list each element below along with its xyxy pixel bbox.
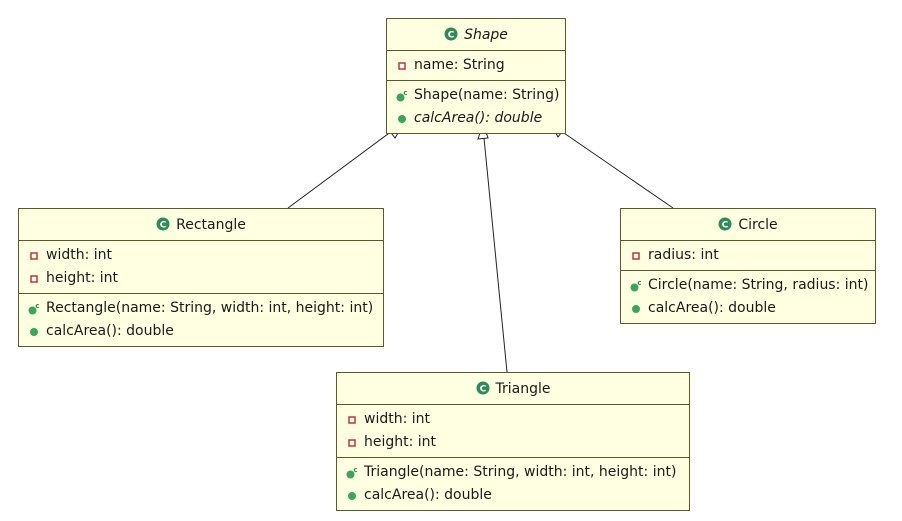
class-name-triangle: Triangle	[495, 381, 551, 397]
rectangle-methods: c Rectangle(name: String, width: int, he…	[19, 293, 383, 346]
edge-rectangle-to-shape	[287, 124, 401, 209]
shape-methods: c Shape(name: String) calcArea(): double	[387, 80, 565, 133]
class-triangle[interactable]: C Triangle width: int height: int c Tria…	[336, 372, 690, 511]
circle-fields: radius: int	[621, 241, 875, 270]
class-icon: C	[156, 217, 170, 231]
private-field-icon	[632, 252, 640, 260]
class-rectangle-header: C Rectangle	[19, 209, 383, 241]
svg-text:C: C	[722, 221, 729, 231]
class-name-shape: Shape	[464, 27, 508, 43]
field-name: radius: int	[648, 247, 719, 263]
class-icon: C	[718, 217, 732, 231]
constructor-icon: c	[346, 466, 358, 479]
constructor-icon: c	[630, 279, 642, 292]
field-name: height: int	[46, 270, 119, 286]
method-row[interactable]: calcArea(): double	[387, 107, 565, 130]
constructor-signature: Circle(name: String, radius: int)	[648, 277, 869, 293]
method-row[interactable]: calcArea(): double	[337, 484, 689, 507]
private-field-icon	[398, 62, 406, 70]
class-triangle-header: C Triangle	[337, 373, 689, 405]
rectangle-fields: width: int height: int	[19, 241, 383, 293]
svg-text:c: c	[403, 89, 407, 97]
constructor-signature: Shape(name: String)	[414, 87, 560, 103]
field-name: name: String	[414, 57, 505, 73]
constructor-icon: c	[396, 89, 408, 102]
triangle-methods: c Triangle(name: String, width: int, hei…	[337, 457, 689, 510]
class-name-circle: Circle	[738, 217, 778, 233]
field-name: width: int	[364, 411, 431, 427]
method-signature: calcArea(): double	[414, 110, 543, 126]
constructor-signature: Rectangle(name: String, width: int, heig…	[46, 300, 374, 316]
svg-text:c: c	[637, 279, 641, 287]
public-method-icon	[348, 492, 356, 500]
class-circle[interactable]: C Circle radius: int c Circle(name: Stri…	[620, 208, 876, 324]
constructor-row[interactable]: c Rectangle(name: String, width: int, he…	[19, 297, 383, 320]
class-icon: C	[476, 381, 489, 395]
class-icon: C	[444, 27, 458, 41]
class-shape[interactable]: C Shape name: String c Shape(name: Strin…	[386, 18, 566, 134]
class-circle-header: C Circle	[621, 209, 875, 241]
method-row[interactable]: calcArea(): double	[621, 297, 875, 320]
field-name: width: int	[46, 247, 113, 263]
field-name: height: int	[364, 434, 437, 450]
public-method-icon	[398, 115, 406, 123]
private-field-icon	[348, 416, 356, 424]
class-name-rectangle: Rectangle	[176, 217, 246, 233]
private-field-icon	[30, 275, 38, 283]
method-row[interactable]: calcArea(): double	[19, 320, 383, 343]
svg-text:c: c	[353, 466, 357, 474]
edge-triangle-to-shape	[483, 137, 508, 373]
field-row[interactable]: width: int	[19, 244, 383, 267]
field-row[interactable]: name: String	[387, 54, 565, 77]
svg-text:c: c	[35, 302, 39, 310]
method-signature: calcArea(): double	[648, 300, 776, 316]
class-shape-header: C Shape	[387, 19, 565, 51]
field-row[interactable]: height: int	[19, 267, 383, 290]
public-method-icon	[632, 305, 640, 313]
constructor-icon: c	[28, 302, 40, 315]
constructor-row[interactable]: c Shape(name: String)	[387, 84, 565, 107]
constructor-row[interactable]: c Circle(name: String, radius: int)	[621, 274, 875, 297]
triangle-fields: width: int height: int	[337, 405, 689, 457]
circle-methods: c Circle(name: String, radius: int) calc…	[621, 270, 875, 323]
constructor-signature: Triangle(name: String, width: int, heigh…	[364, 464, 677, 480]
field-row[interactable]: radius: int	[621, 244, 875, 267]
constructor-row[interactable]: c Triangle(name: String, width: int, hei…	[337, 461, 689, 484]
svg-text:C: C	[448, 31, 455, 41]
edge-circle-to-shape	[560, 130, 674, 209]
method-signature: calcArea(): double	[46, 323, 174, 339]
svg-text:C: C	[479, 385, 486, 395]
private-field-icon	[348, 439, 356, 447]
shape-fields: name: String	[387, 51, 565, 80]
private-field-icon	[30, 252, 38, 260]
svg-text:C: C	[160, 221, 167, 231]
field-row[interactable]: width: int	[337, 408, 689, 431]
class-rectangle[interactable]: C Rectangle width: int height: int c Rec…	[18, 208, 384, 347]
public-method-icon	[30, 328, 38, 336]
method-signature: calcArea(): double	[364, 487, 492, 503]
field-row[interactable]: height: int	[337, 431, 689, 454]
